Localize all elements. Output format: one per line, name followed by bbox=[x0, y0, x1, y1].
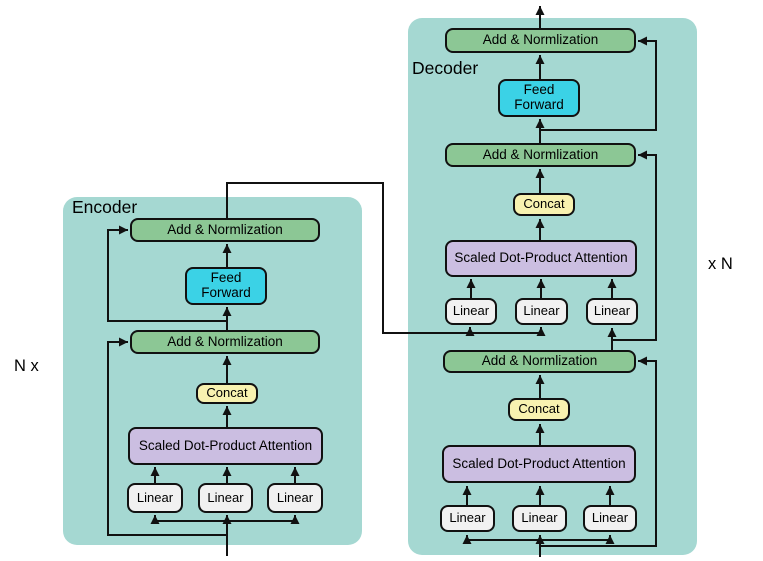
encoder-feed-forward-box: Feed Forward bbox=[185, 267, 267, 305]
decoder-add-norm-low-box: Add & Normlization bbox=[443, 350, 636, 373]
encoder-add-norm-bottom-box: Add & Normlization bbox=[130, 330, 320, 354]
decoder-concat-lower-box: Concat bbox=[508, 398, 570, 421]
encoder-linear-3-box: Linear bbox=[267, 483, 323, 513]
encoder-arrows bbox=[107, 225, 300, 556]
decoder-linear-u2-box: Linear bbox=[515, 298, 568, 325]
decoder-linear-l2-box: Linear bbox=[512, 505, 567, 532]
encoder-repeat-label: N x bbox=[14, 357, 39, 375]
encoder-add-norm-top-box: Add & Normlization bbox=[130, 218, 320, 242]
decoder-linear-l3-box: Linear bbox=[583, 505, 637, 532]
decoder-linear-u1-box: Linear bbox=[445, 298, 497, 325]
encoder-title: Encoder bbox=[72, 197, 138, 217]
encoder-concat-box: Concat bbox=[196, 383, 258, 404]
encoder-attention-box: Scaled Dot-Product Attention bbox=[128, 427, 323, 465]
decoder-attention-upper-box: Scaled Dot-Product Attention bbox=[445, 240, 637, 277]
encoder-linear-1-box: Linear bbox=[127, 483, 183, 513]
decoder-linear-u3-box: Linear bbox=[586, 298, 638, 325]
decoder-attention-lower-box: Scaled Dot-Product Attention bbox=[442, 445, 636, 483]
encoder-linear-2-box: Linear bbox=[198, 483, 253, 513]
decoder-linear-l1-box: Linear bbox=[440, 505, 495, 532]
decoder-add-norm-top-box: Add & Normlization bbox=[445, 28, 636, 53]
decoder-feed-forward-box: Feed Forward bbox=[498, 79, 580, 117]
encoder-to-decoder-connector bbox=[226, 182, 546, 337]
decoder-title: Decoder bbox=[412, 58, 479, 78]
decoder-add-norm-mid-box: Add & Normlization bbox=[445, 143, 636, 167]
decoder-concat-upper-box: Concat bbox=[513, 193, 575, 216]
decoder-arrows bbox=[462, 6, 657, 557]
decoder-repeat-label: x N bbox=[708, 255, 733, 273]
